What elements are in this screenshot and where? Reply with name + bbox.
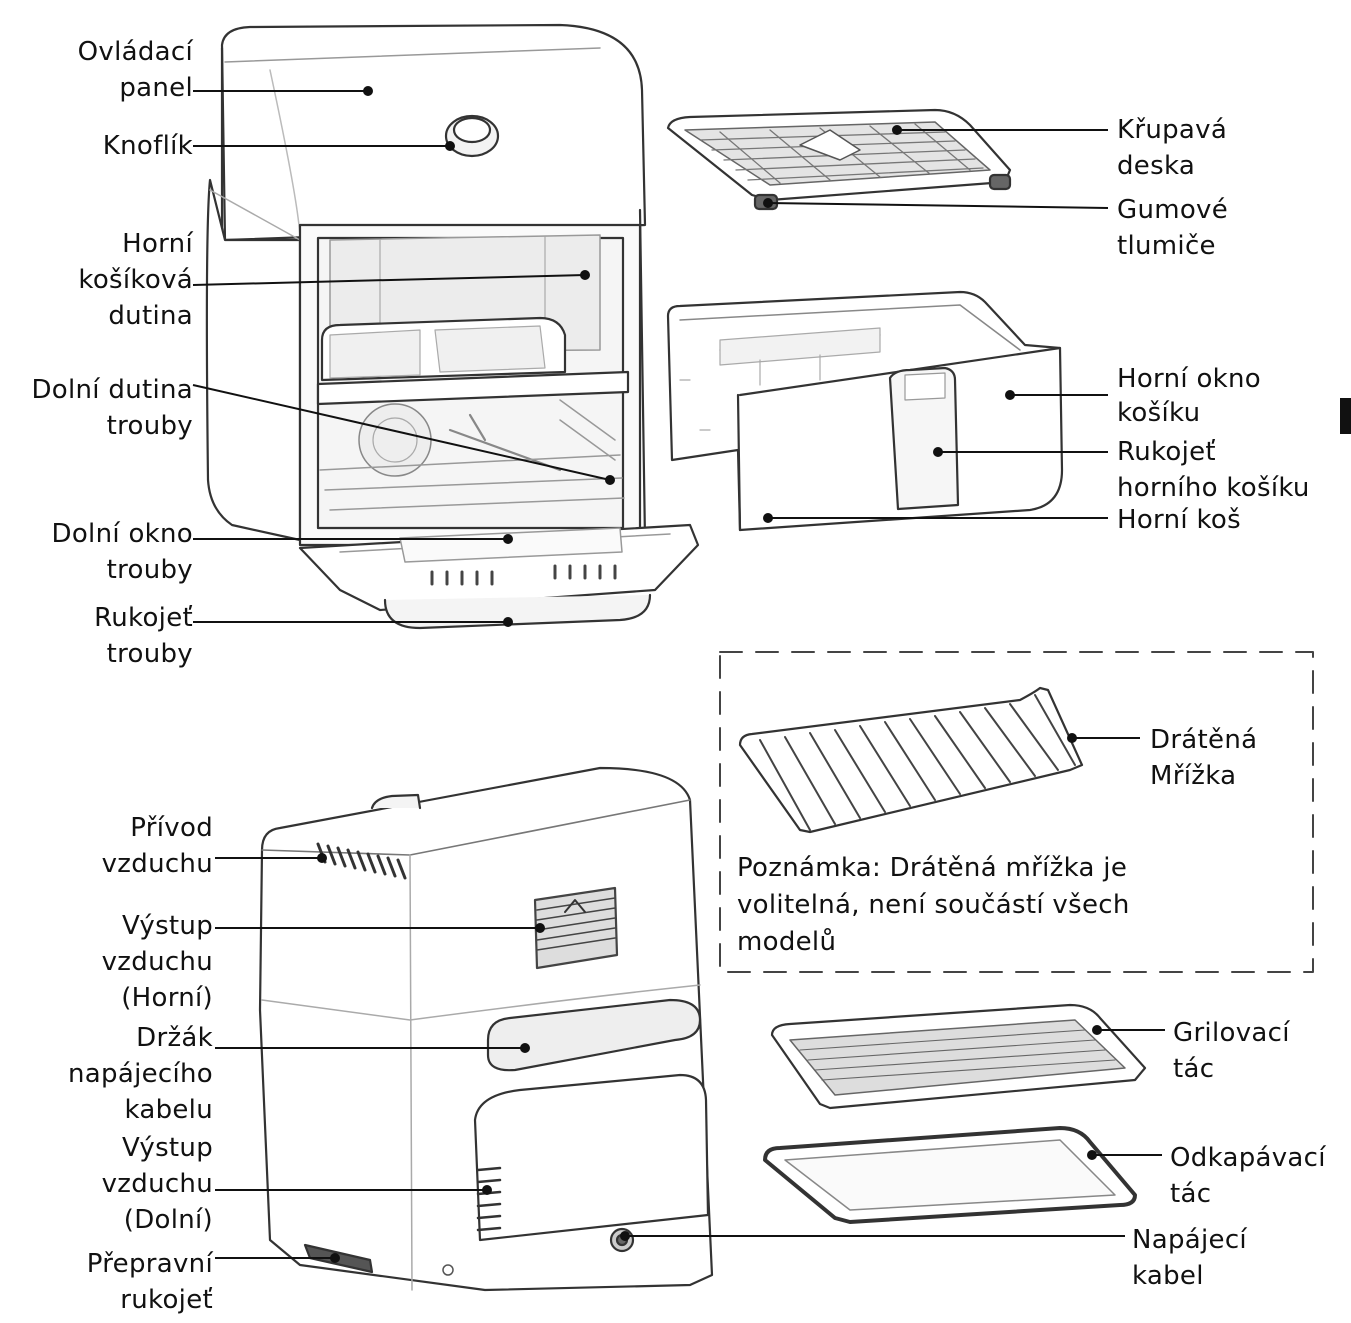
label-upper-basket: Horní koš — [1117, 505, 1241, 535]
back-air-fryer — [258, 766, 714, 1292]
wire-rack-note: Poznámka: Drátěná mřížka je volitelná, n… — [737, 853, 1130, 957]
leader-lines — [192, 86, 1165, 1263]
upper-basket — [666, 290, 1064, 532]
crisper-plate — [666, 108, 1012, 211]
wire-rack-box — [719, 651, 1314, 973]
label-knob: Knoflík — [102, 131, 193, 161]
drip-tray — [763, 1126, 1137, 1224]
broil-tray — [770, 1003, 1147, 1110]
front-air-fryer — [205, 23, 700, 630]
edge-mark — [1340, 398, 1351, 434]
